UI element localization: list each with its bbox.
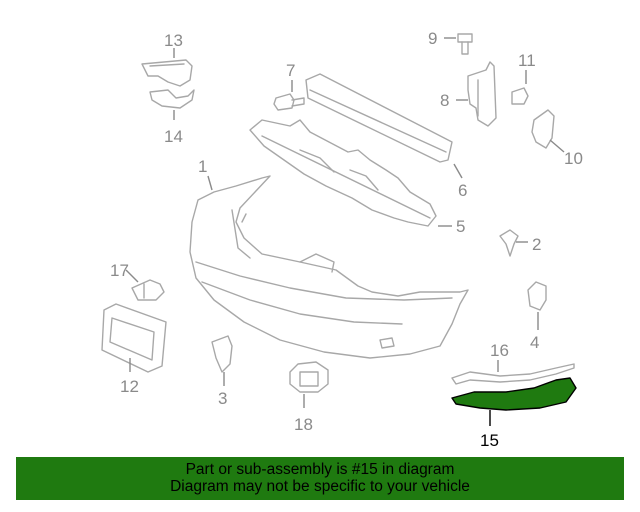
callout-10: 10 xyxy=(564,149,583,168)
part-7-bolt xyxy=(273,93,305,111)
callout-9: 9 xyxy=(428,29,437,48)
callout-1: 1 xyxy=(198,157,207,176)
part-14-bracket xyxy=(149,89,195,109)
part-1-bumper-cover xyxy=(189,175,469,359)
part-17-sensor xyxy=(131,279,165,301)
part-info-banner: Part or sub-assembly is #15 in diagram D… xyxy=(16,457,624,500)
part-3-bracket xyxy=(211,335,233,373)
part-13-bracket xyxy=(141,59,193,87)
part-2-clip xyxy=(499,229,519,257)
diagram-disclaimer: Diagram may not be specific to your vehi… xyxy=(170,478,470,495)
leader-17 xyxy=(125,269,139,283)
part-5-absorber xyxy=(249,119,437,227)
callout-7: 7 xyxy=(286,61,295,80)
callout-6: 6 xyxy=(458,181,467,200)
part-10-bracket xyxy=(531,109,555,149)
callout-17: 17 xyxy=(110,261,129,280)
callout-8: 8 xyxy=(440,91,449,110)
leader-10 xyxy=(549,139,565,153)
part-11-bolt xyxy=(511,87,529,105)
part-16-molding xyxy=(451,363,575,385)
part-8-bracket xyxy=(467,61,497,127)
part-6-reinforcement xyxy=(305,73,453,163)
callout-12: 12 xyxy=(120,377,139,396)
callout-16: 16 xyxy=(490,341,509,360)
callout-3: 3 xyxy=(218,389,227,408)
leader-6 xyxy=(453,163,463,179)
part-9-bolt xyxy=(457,33,473,55)
part-4-bracket xyxy=(527,281,547,311)
callout-5: 5 xyxy=(456,217,465,236)
leader-1 xyxy=(207,175,213,191)
part-12-license-bracket xyxy=(101,303,167,373)
callout-14: 14 xyxy=(164,127,183,146)
part-info-line: Part or sub-assembly is #15 in diagram xyxy=(185,461,455,478)
callout-15: 15 xyxy=(480,431,499,450)
callout-18: 18 xyxy=(294,415,313,434)
callout-2: 2 xyxy=(532,235,541,254)
part-15-lower-molding xyxy=(451,377,577,411)
callout-13: 13 xyxy=(164,31,183,50)
parts-diagram: 13 14 7 6 5 1 9 xyxy=(101,29,583,450)
part-18-sensor-holder xyxy=(289,361,329,393)
callout-4: 4 xyxy=(530,333,539,352)
callout-11: 11 xyxy=(518,51,536,70)
